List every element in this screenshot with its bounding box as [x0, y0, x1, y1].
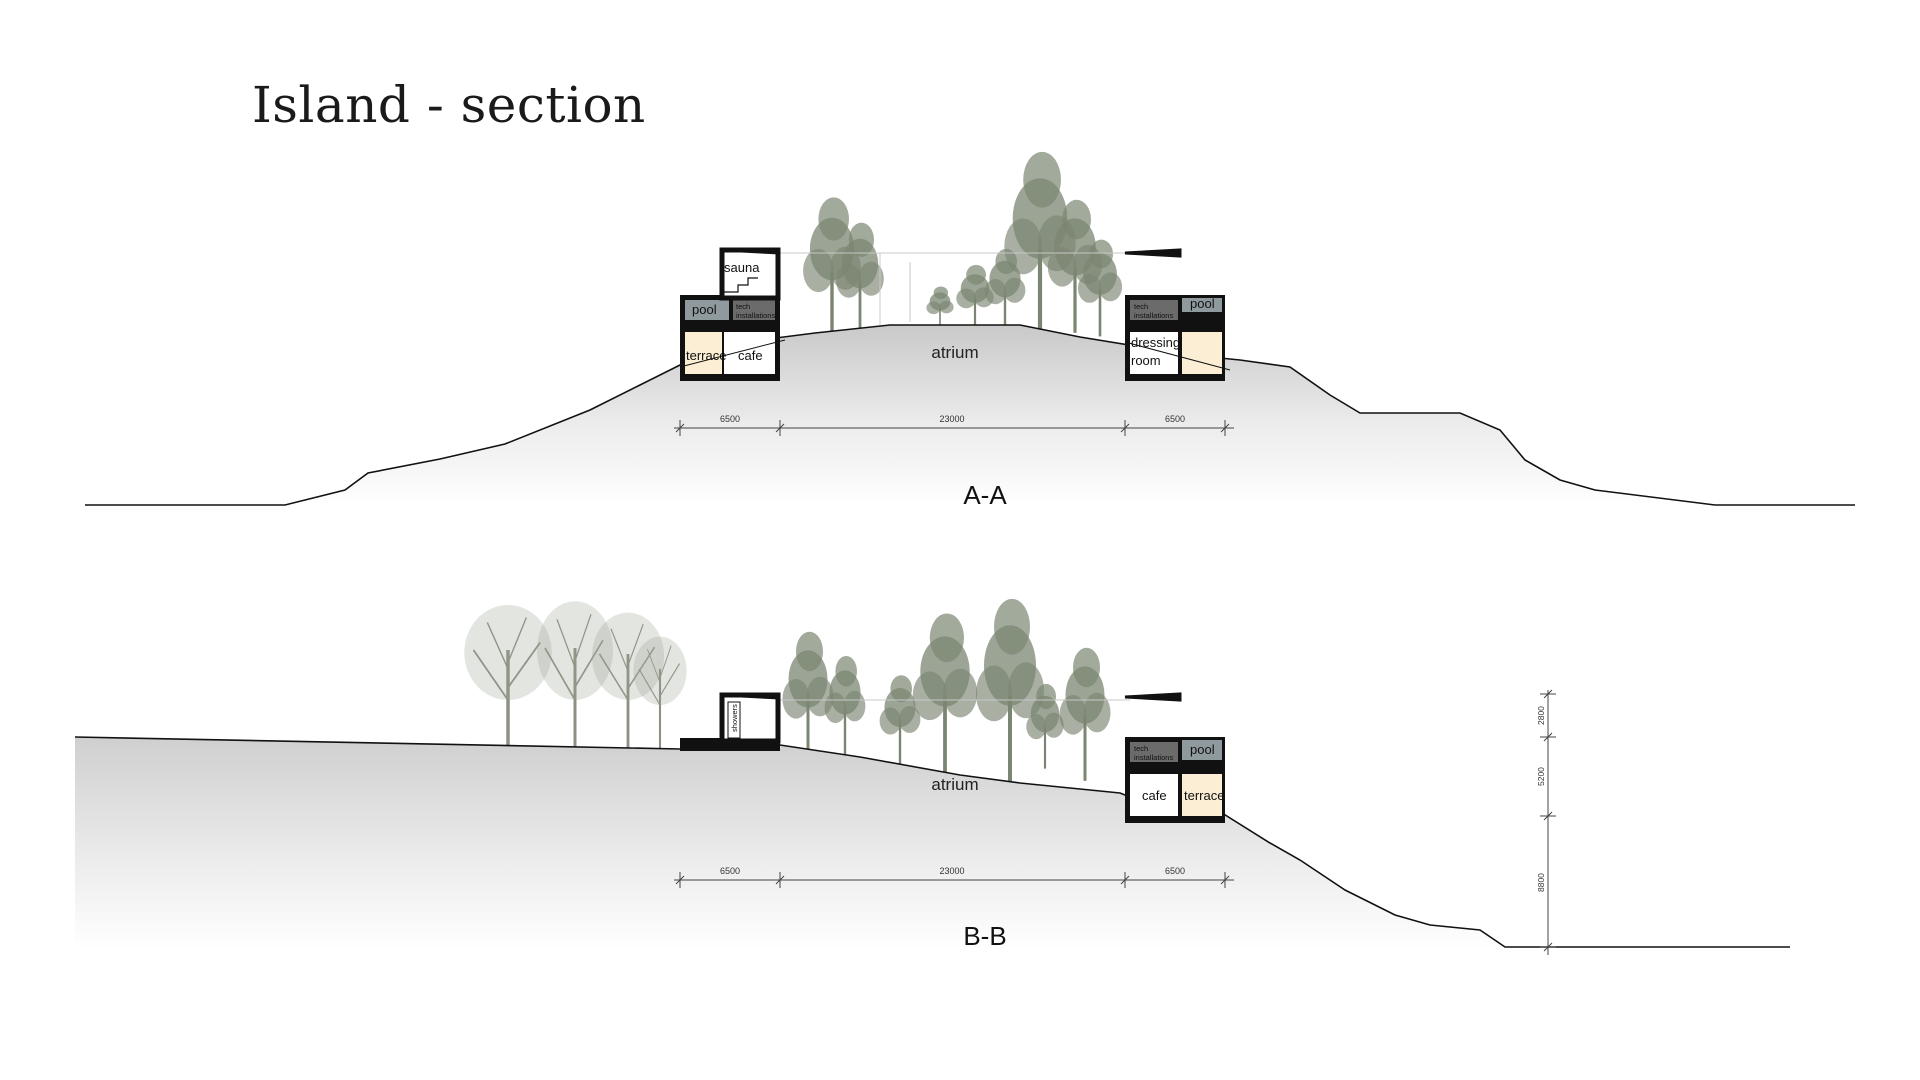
tech-label-b-1: tech [1134, 744, 1148, 753]
dressing-label-2: room [1131, 353, 1161, 368]
tech-label-b-2: installations [1134, 753, 1173, 762]
atrium-label-b: atrium [931, 775, 978, 794]
right-building-b: tech installations pool cafe terrace [1124, 692, 1225, 823]
dim-b-2: 23000 [939, 866, 964, 876]
terrace-label-b: terrace [1184, 788, 1224, 803]
left-building-b: showers [680, 692, 781, 751]
tech-label-left-1: tech [736, 302, 750, 311]
terrace-label: terrace [686, 348, 726, 363]
section-b-b-label: B-B [963, 921, 1006, 951]
vdim-b-3: 8800 [1536, 873, 1546, 892]
vdim-b-2: 5200 [1536, 767, 1546, 786]
vertical-dimension-line-b [1540, 689, 1556, 955]
dressing-label-1: dressing [1131, 335, 1180, 350]
sauna-label: sauna [724, 260, 760, 275]
left-building-a: sauna pool tech installations terrace ca… [679, 247, 786, 381]
tech-label-right-1: tech [1134, 302, 1148, 311]
showers-label: showers [730, 704, 739, 732]
dimension-line-b [674, 872, 1234, 888]
dim-b-3: 6500 [1165, 866, 1185, 876]
section-b-b: showers tech installations pool cafe ter… [74, 598, 1790, 955]
pool-label-right: pool [1190, 296, 1215, 311]
dim-a-3: 6500 [1165, 414, 1185, 424]
page-title: Island - section [252, 76, 646, 134]
cafe-label-b: cafe [1142, 788, 1167, 803]
tech-label-right-2: installations [1134, 311, 1173, 320]
cafe-label: cafe [738, 348, 763, 363]
pool-label-left: pool [692, 302, 717, 317]
dimension-line-a [674, 420, 1234, 436]
right-building-a: tech installations pool dressing room [1124, 248, 1231, 381]
dim-b-1: 6500 [720, 866, 740, 876]
atrium-label-a: atrium [931, 343, 978, 362]
section-a-a-label: A-A [963, 480, 1007, 510]
vdim-b-1: 2800 [1536, 706, 1546, 725]
tech-label-left-2: installations [736, 311, 775, 320]
terrain-b [75, 737, 1505, 950]
trees-a [803, 151, 1123, 343]
terrain-a [85, 325, 1855, 506]
section-a-a: sauna pool tech installations terrace ca… [85, 151, 1855, 510]
pool-label-b: pool [1190, 742, 1215, 757]
dim-a-1: 6500 [720, 414, 740, 424]
dim-a-2: 23000 [939, 414, 964, 424]
